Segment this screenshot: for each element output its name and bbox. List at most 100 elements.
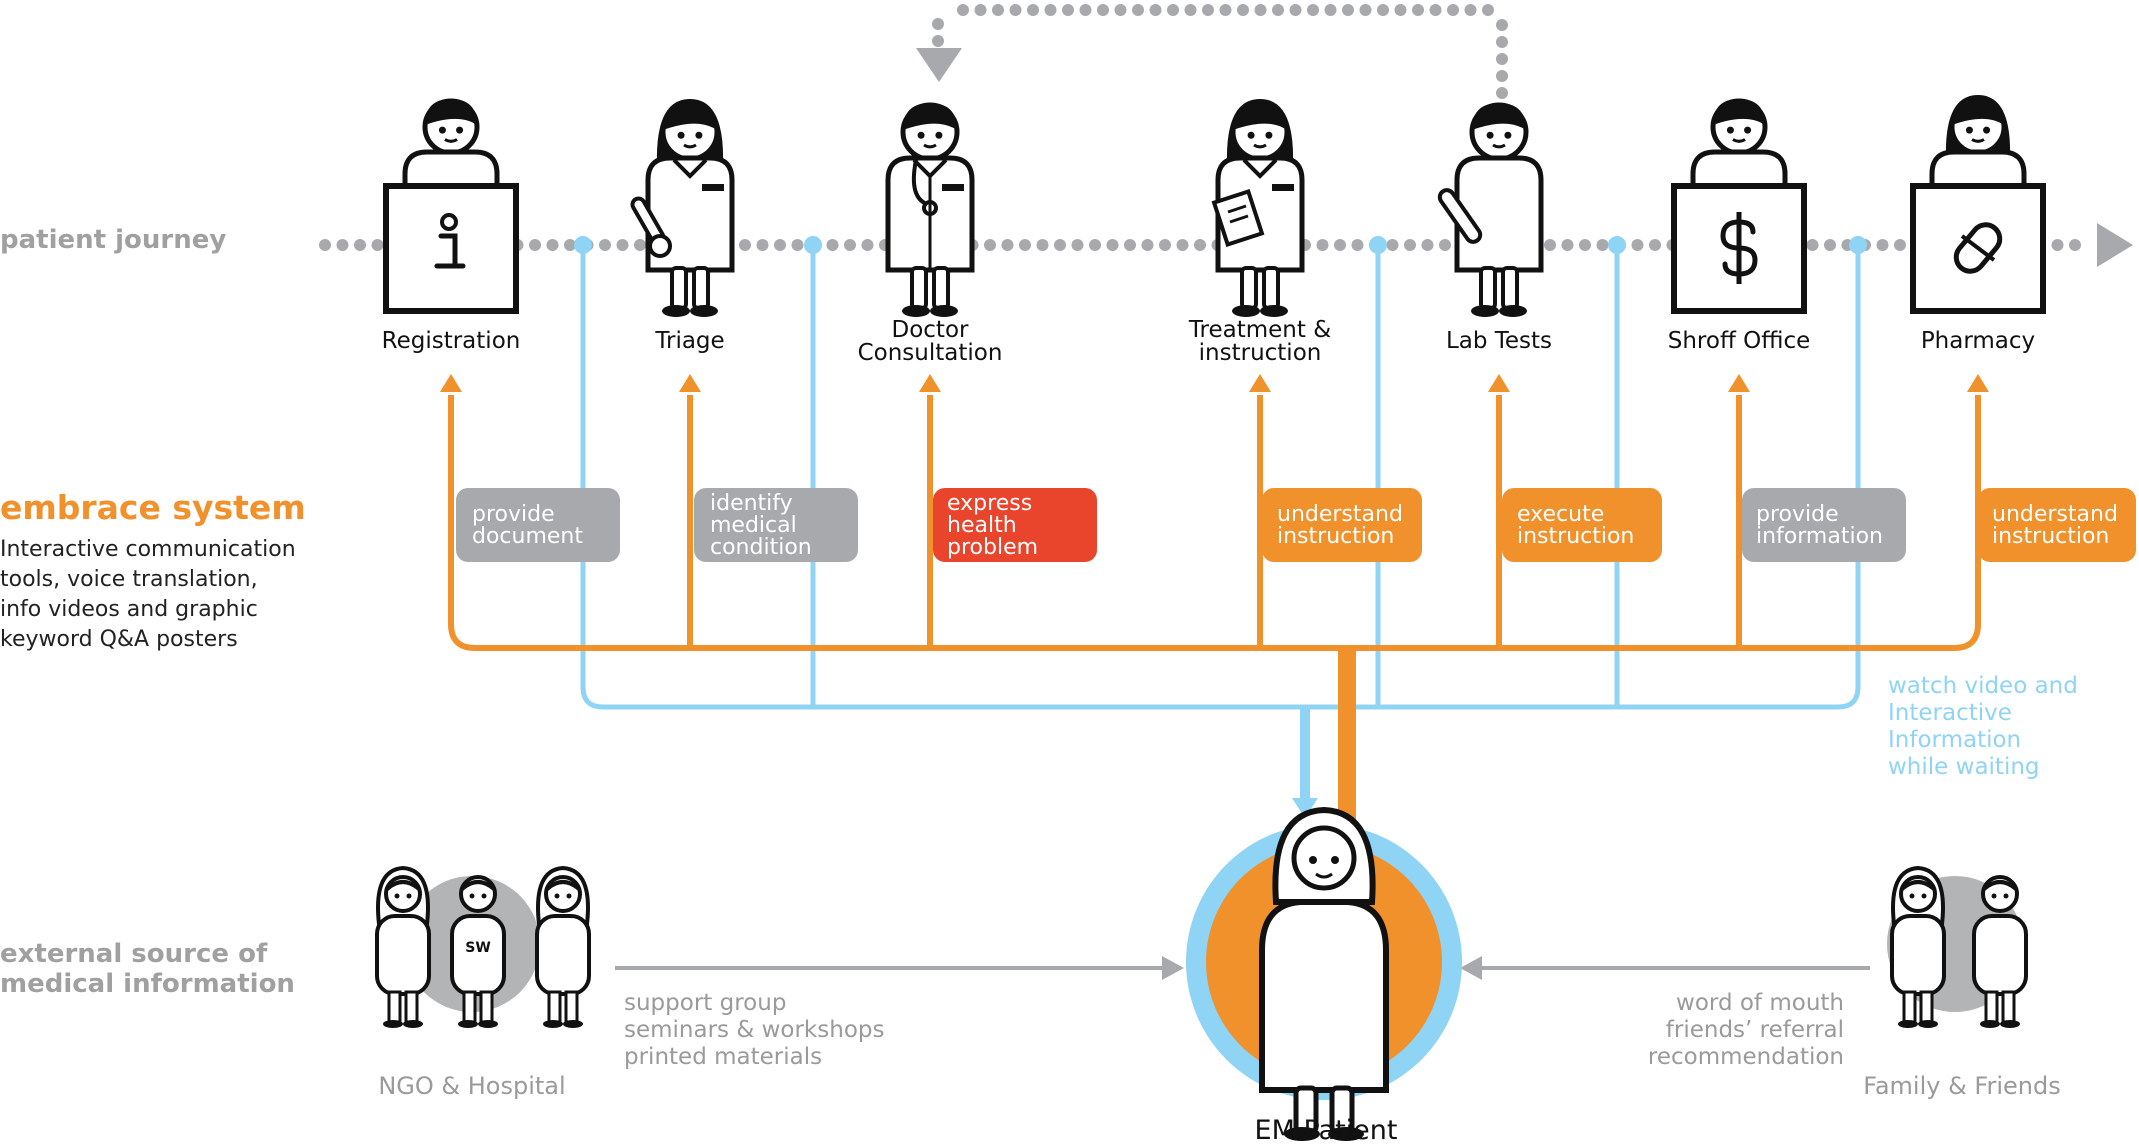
journey-dot: [1316, 239, 1329, 251]
stage-label-line: instruction: [1198, 340, 1322, 366]
small-leg: [462, 990, 477, 1024]
small-eye: [554, 893, 560, 899]
eye: [695, 131, 703, 139]
stage-label-line: Doctor: [891, 317, 969, 343]
stage-label-line: Shroff Office: [1667, 328, 1811, 354]
loop-dot: [1496, 53, 1508, 65]
journey-dot: [1894, 239, 1906, 251]
hair: [1472, 103, 1526, 130]
torso: [1929, 149, 2027, 195]
loop-dot: [1324, 4, 1337, 16]
small-hairline: [1981, 880, 2019, 892]
ngo-hospital-group: SW: [375, 865, 591, 1028]
action-box: [1262, 488, 1422, 562]
action-text-provide-information: provide information: [1756, 504, 1883, 548]
action-line: provide: [1756, 502, 1839, 527]
action-line: express: [947, 491, 1033, 516]
loop-dot: [992, 4, 1004, 16]
small-shoe: [543, 1020, 563, 1028]
clipboard-line: [1229, 214, 1249, 224]
action-line: condition: [710, 535, 812, 560]
left-source-arrow-head: [1162, 956, 1184, 980]
journey-dot: [826, 239, 839, 251]
loop-dot: [1307, 4, 1319, 16]
loop-dot: [1482, 4, 1494, 16]
orange-arrow-head: [1967, 374, 1989, 392]
info-glyph-stem: [434, 233, 466, 269]
left-source-item: printed materials: [624, 1044, 823, 1070]
mouth: [1492, 143, 1506, 149]
journey-dot: [1194, 239, 1206, 251]
action-line: identify: [710, 491, 793, 516]
small-shoe: [2000, 1020, 2020, 1028]
eye: [438, 126, 446, 134]
shoe: [1471, 305, 1499, 317]
journey-dot: [1631, 239, 1644, 251]
orange-arrow-head: [679, 374, 701, 392]
journey-dot: [2069, 239, 2081, 251]
loop-dot: [1149, 4, 1162, 16]
action-text-express-problem: express health problem: [947, 493, 1038, 559]
leg: [1262, 266, 1280, 310]
journey-dot: [1579, 239, 1591, 251]
journey-dot: [1106, 239, 1119, 251]
loop-dot: [1272, 4, 1284, 16]
small-hairline: [544, 880, 582, 892]
shoe: [930, 305, 958, 317]
mouth: [444, 138, 458, 143]
small-eye: [406, 893, 412, 899]
loop-dot: [932, 18, 944, 30]
name-badge: [1272, 184, 1294, 191]
collar: [1242, 158, 1278, 179]
eye: [1265, 131, 1273, 139]
journey-dot: [1089, 239, 1101, 251]
journey-dot: [1386, 239, 1399, 251]
loop-dot: [1412, 4, 1424, 16]
action-line: instruction: [1992, 524, 2110, 549]
leg: [692, 266, 710, 310]
loop-dot: [1464, 4, 1477, 16]
stage-label-doctor-consultation: Doctor Consultation: [820, 319, 1040, 365]
small-hairline: [459, 880, 497, 892]
stage-label-line: Pharmacy: [1920, 328, 2036, 354]
journey-dot: [791, 239, 804, 251]
journey-end-arrow: [2097, 223, 2133, 267]
stage-label-line: Triage: [655, 328, 725, 354]
journey-dot: [354, 239, 366, 251]
journey-dot: [1054, 239, 1066, 251]
hair: [1233, 103, 1287, 130]
mouth: [923, 143, 937, 149]
lab-technician-icon: [1437, 102, 1544, 317]
loop-dot: [974, 4, 987, 16]
loop-dot: [1114, 4, 1127, 16]
eye: [917, 131, 925, 139]
orange-arrow-head: [1488, 374, 1510, 392]
small-leg: [404, 990, 419, 1024]
stage-label-line: Treatment &: [1188, 317, 1332, 343]
small-shoe: [458, 1020, 478, 1028]
booth-counter: [383, 183, 519, 314]
small-leg: [564, 990, 579, 1024]
clipboard-line: [1227, 204, 1247, 214]
loop-arrow-head: [916, 48, 962, 82]
loop-dot: [1496, 70, 1508, 82]
orange-arrow-head: [440, 374, 462, 392]
embrace-desc-line: keyword Q&A posters: [0, 627, 238, 652]
small-leg: [547, 990, 562, 1024]
external-source-line: medical information: [0, 969, 295, 999]
action-line: instruction: [1517, 524, 1635, 549]
em-patient-figure: [1186, 806, 1462, 1141]
journey-dot: [1561, 239, 1574, 251]
small-shoe: [563, 1020, 583, 1028]
thermometer-bulb: [648, 234, 672, 258]
em-patient-caption: EM Patient: [1254, 1115, 1398, 1146]
name-badge: [942, 184, 964, 191]
loop-dot: [1062, 4, 1074, 16]
pill-glyph-split: [1960, 234, 1996, 262]
loop-dot: [1359, 4, 1372, 16]
eye: [1247, 131, 1255, 139]
patient-shoe: [1328, 1127, 1364, 1141]
patient-journey-label: patient journey: [0, 225, 227, 255]
orange-arrow-head: [919, 374, 941, 392]
